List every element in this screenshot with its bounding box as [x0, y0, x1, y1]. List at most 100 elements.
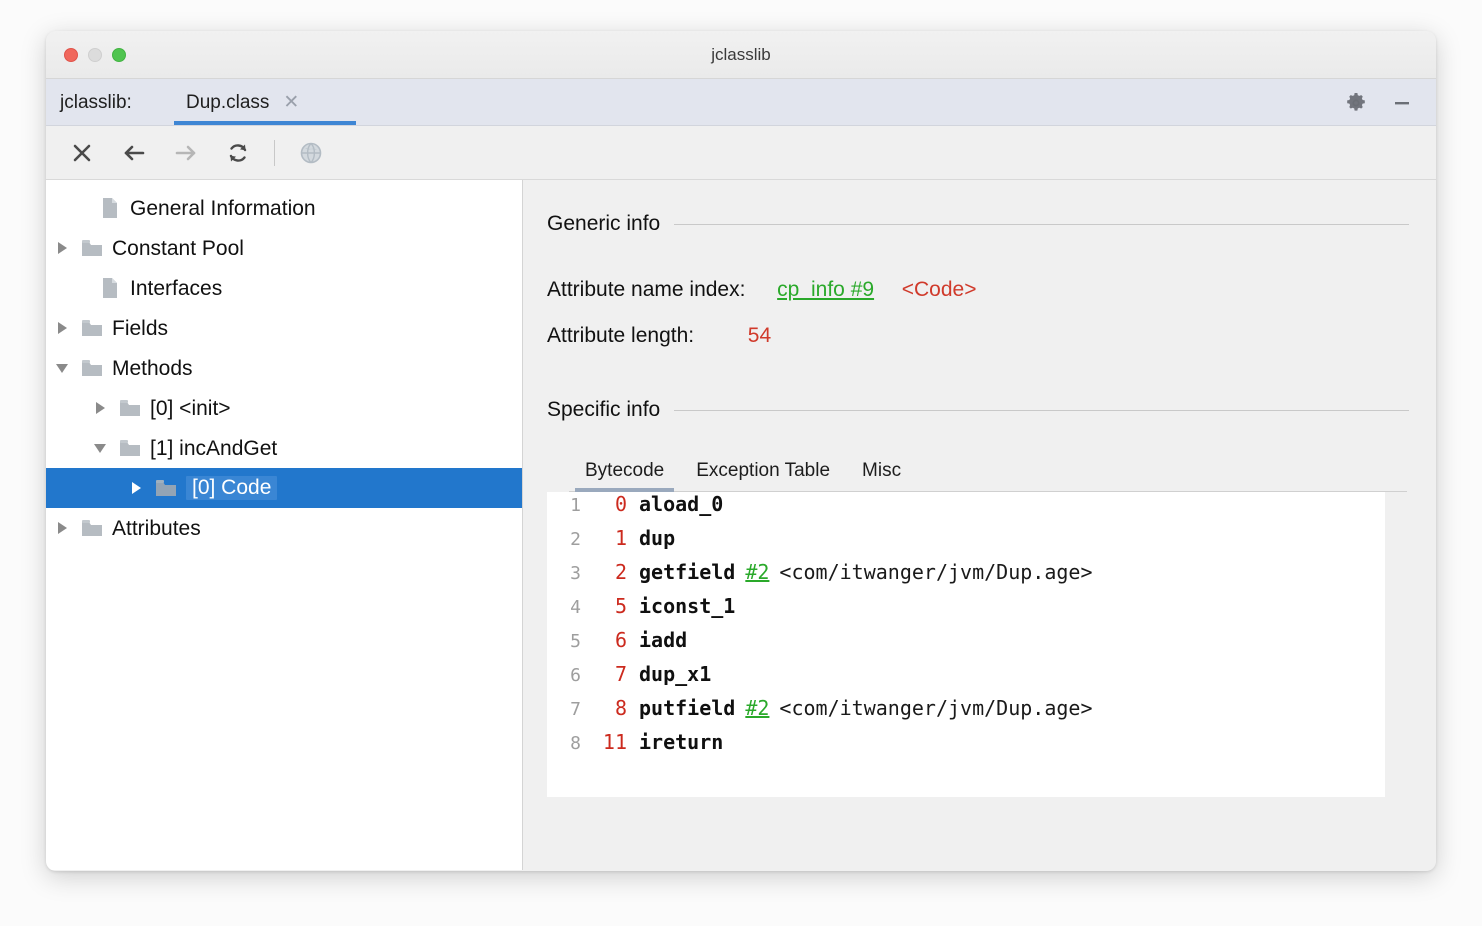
tree-item-general-information[interactable]: General Information: [46, 188, 522, 228]
close-window-button[interactable]: [64, 48, 78, 62]
bytecode-opcode: getfield: [639, 560, 736, 584]
tab-exception-table[interactable]: Exception Table: [680, 460, 846, 491]
bytecode-opcode: dup_x1: [639, 662, 712, 686]
attribute-name-index-row: Attribute name index: cp_info #9 <Code>: [547, 278, 976, 302]
document-icon: [98, 277, 122, 299]
tree-item-label: General Information: [130, 196, 316, 220]
tree-item-fields[interactable]: Fields: [46, 308, 522, 348]
gear-icon: [1347, 92, 1365, 111]
tab-active-indicator: [174, 121, 356, 125]
minimize-window-button[interactable]: [88, 48, 102, 62]
folder-icon: [118, 397, 142, 419]
folder-icon: [80, 357, 104, 379]
twisty-placeholder: [80, 199, 98, 217]
chevron-right-icon[interactable]: [54, 519, 72, 537]
chevron-down-icon[interactable]: [54, 359, 72, 377]
cp-info-link[interactable]: cp_info #9: [777, 278, 875, 301]
tab-dup-class[interactable]: Dup.class ✕: [174, 79, 311, 126]
line-number: 4: [570, 597, 581, 618]
tree-item-label: Attributes: [112, 516, 201, 540]
tree-item-label: [1] incAndGet: [150, 436, 278, 460]
bytecode-offset: 7: [614, 662, 627, 686]
zoom-window-button[interactable]: [112, 48, 126, 62]
globe-icon: [300, 142, 322, 163]
app-name-label: jclasslib:: [60, 92, 132, 113]
tab-bytecode[interactable]: Bytecode: [569, 460, 680, 492]
bytecode-opcode: dup: [639, 526, 676, 550]
folder-icon: [80, 517, 104, 539]
class-structure-tree[interactable]: General Information Constant Pool Interf…: [46, 180, 523, 870]
navigate-back-button[interactable]: [108, 131, 160, 175]
line-number: 1: [570, 495, 581, 516]
tree-item-method-0-init[interactable]: [0] <init>: [46, 388, 522, 428]
bytecode-opcode: putfield: [639, 696, 736, 720]
bytecode-offset: 0: [614, 492, 627, 516]
section-divider: [674, 223, 1409, 225]
tree-item-label: [0] Code: [186, 476, 278, 500]
browse-web-button[interactable]: [285, 131, 337, 175]
specific-info-header: Specific info: [547, 398, 1409, 422]
tree-item-label: Fields: [112, 316, 169, 340]
main-toolbar: [46, 126, 1436, 180]
bytecode-row: 5 6 iadd: [547, 628, 1385, 662]
tab-close-icon[interactable]: ✕: [283, 92, 300, 113]
settings-button[interactable]: [1336, 79, 1376, 126]
folder-icon: [80, 317, 104, 339]
arrow-left-icon: [124, 145, 145, 160]
tree-item-label: [0] <init>: [150, 396, 231, 420]
bytecode-opcode: aload_0: [639, 492, 724, 516]
bytecode-listing[interactable]: 1 0 aload_0 2 1 dup 3 2 getfield #2 <com…: [547, 492, 1385, 797]
tree-item-attribute-0-code[interactable]: [0] Code: [46, 468, 522, 508]
chevron-right-icon[interactable]: [128, 479, 146, 497]
folder-icon: [154, 477, 178, 499]
specific-info-tabs: Bytecode Exception Table Misc: [569, 452, 1407, 492]
specific-info-heading: Specific info: [547, 398, 661, 421]
close-file-button[interactable]: [56, 131, 108, 175]
constant-pool-ref[interactable]: #2: [745, 560, 770, 584]
bytecode-row: 6 7 dup_x1: [547, 662, 1385, 696]
bytecode-row: 2 1 dup: [547, 526, 1385, 560]
tab-misc[interactable]: Misc: [846, 460, 917, 491]
line-number: 8: [570, 733, 581, 754]
content-area: General Information Constant Pool Interf…: [46, 180, 1436, 870]
attribute-length-row: Attribute length: 54: [547, 324, 771, 348]
toolbar-separator: [274, 139, 275, 166]
chevron-down-icon[interactable]: [92, 439, 110, 457]
generic-info-heading: Generic info: [547, 212, 661, 235]
tree-item-label: Methods: [112, 356, 193, 380]
bytecode-opcode: iadd: [639, 628, 688, 652]
bytecode-offset: 1: [614, 526, 627, 550]
reload-button[interactable]: [212, 131, 264, 175]
navigate-forward-button[interactable]: [160, 131, 212, 175]
tab-label: Misc: [862, 460, 902, 481]
chevron-right-icon[interactable]: [54, 239, 72, 257]
line-number: 6: [570, 665, 581, 686]
constant-pool-ref[interactable]: #2: [745, 696, 770, 720]
chevron-right-icon[interactable]: [54, 319, 72, 337]
generic-info-header: Generic info: [547, 212, 1409, 236]
tree-item-interfaces[interactable]: Interfaces: [46, 268, 522, 308]
arrow-right-icon: [175, 145, 196, 160]
line-number: 7: [570, 699, 581, 720]
tab-label: Bytecode: [585, 460, 665, 481]
tree-item-method-1-incandget[interactable]: [1] incAndGet: [46, 428, 522, 468]
bytecode-row: 8 11 ireturn: [547, 730, 1385, 764]
tree-item-methods[interactable]: Methods: [46, 348, 522, 388]
tree-item-label: Constant Pool: [112, 236, 244, 260]
chevron-right-icon[interactable]: [92, 399, 110, 417]
minimize-panel-button[interactable]: [1382, 79, 1422, 126]
minimize-icon: [1395, 101, 1409, 104]
line-number: 2: [570, 529, 581, 550]
tab-label: Dup.class: [186, 91, 270, 113]
attribute-length-value: 54: [747, 324, 772, 347]
bytecode-row: 7 8 putfield #2 <com/itwanger/jvm/Dup.ag…: [547, 696, 1385, 730]
bytecode-opcode: iconst_1: [639, 594, 736, 618]
bytecode-row: 3 2 getfield #2 <com/itwanger/jvm/Dup.ag…: [547, 560, 1385, 594]
tree-item-constant-pool[interactable]: Constant Pool: [46, 228, 522, 268]
tree-item-label: Interfaces: [130, 276, 223, 300]
section-divider: [674, 409, 1409, 411]
tree-item-attributes[interactable]: Attributes: [46, 508, 522, 548]
attribute-detail-panel: Generic info Attribute name index: cp_in…: [523, 180, 1436, 870]
bytecode-descriptor: <com/itwanger/jvm/Dup.age>: [779, 696, 1093, 720]
bytecode-row: 1 0 aload_0: [547, 492, 1385, 526]
